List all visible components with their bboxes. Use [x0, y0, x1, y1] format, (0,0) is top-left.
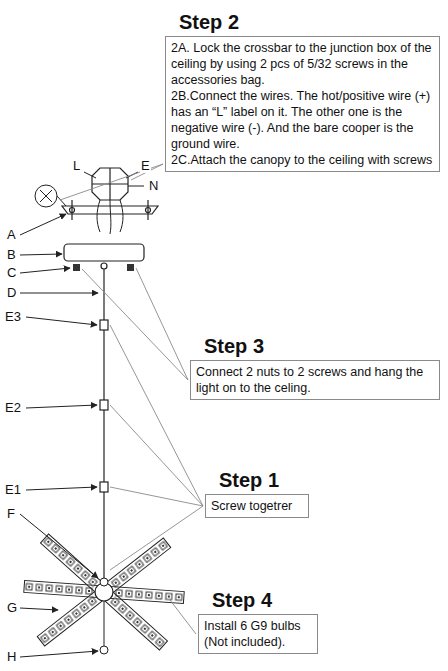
step-box: Step 4 Install 6 G9 bulbs (Not included).	[198, 588, 318, 654]
nut	[127, 264, 134, 271]
step-box: Step 3 Connect 2 nuts to 2 screws and han…	[190, 334, 440, 400]
step-instruction: Screw togetrer	[211, 498, 303, 514]
part-label: L	[72, 158, 81, 173]
leader-line	[110, 325, 203, 506]
part-label: H	[6, 649, 17, 664]
step-instruction: 2B.Connect the wires. The hot/positive w…	[171, 88, 434, 152]
step-heading: Step 3	[204, 334, 440, 358]
step-frame: Connect 2 nuts to 2 screws and hang the …	[190, 360, 440, 400]
step-instruction: Install 6 G9 bulbs (Not included).	[204, 618, 312, 650]
part-label: B	[6, 247, 17, 262]
bulb-arms	[24, 534, 184, 654]
step-frame: Screw togetrer	[205, 494, 309, 518]
part-label: C	[6, 265, 17, 280]
leader-line	[170, 600, 196, 634]
step-box: Step 2 2A. Lock the crossbar to the junct…	[165, 10, 440, 172]
part-label: E3	[4, 309, 22, 324]
step-instruction: 2C.Attach the canopy to the ceiling with…	[171, 152, 434, 168]
step-instruction: 2A. Lock the crossbar to the junction bo…	[171, 40, 434, 88]
part-label: N	[148, 178, 159, 193]
leader-line	[82, 269, 188, 380]
step-heading: Step 4	[212, 588, 318, 612]
step-heading: Step 2	[179, 10, 440, 34]
junction-box	[92, 168, 128, 200]
nut	[73, 264, 80, 271]
step-frame: Install 6 G9 bulbs (Not included).	[198, 614, 318, 654]
part-label: D	[6, 285, 17, 300]
part-label: F	[6, 506, 16, 521]
step-box: Step 1 Screw togetrer	[205, 468, 309, 518]
step-instruction: Connect 2 nuts to 2 screws and hang the …	[196, 364, 434, 396]
part-label: A	[6, 227, 17, 242]
step-frame: 2A. Lock the crossbar to the junction bo…	[165, 36, 440, 172]
part-label: G	[6, 600, 18, 615]
leader-line	[110, 487, 203, 506]
wire-connector-inset	[35, 185, 66, 207]
callout-arrows	[20, 214, 98, 657]
leader-line	[136, 268, 188, 380]
canopy	[64, 244, 144, 261]
part-label: E1	[4, 482, 22, 497]
leader-line	[110, 405, 203, 506]
step-heading: Step 1	[219, 468, 309, 492]
part-label: E	[140, 158, 151, 173]
leader-line	[110, 506, 203, 570]
rods	[100, 263, 108, 578]
part-label: E2	[4, 400, 22, 415]
